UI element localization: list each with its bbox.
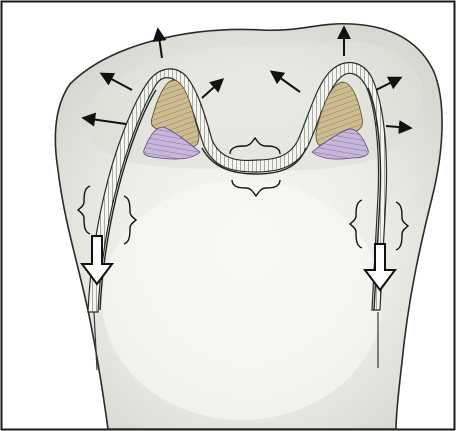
pulp-body-highlight [102, 180, 382, 420]
